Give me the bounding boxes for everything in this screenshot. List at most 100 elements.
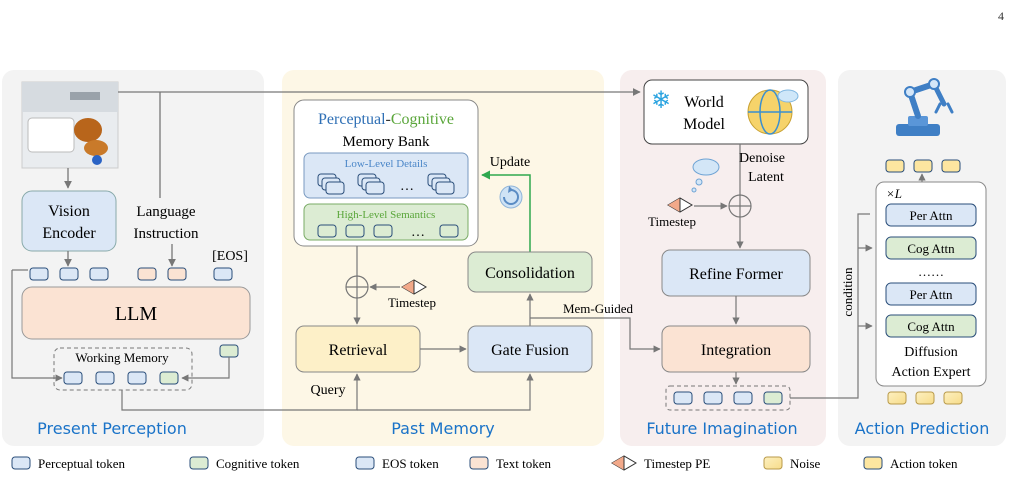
update-arrow (481, 170, 531, 252)
llm-input-tokens (29, 267, 233, 281)
legend-cognitive-swatch (189, 456, 209, 470)
future-timestep-label: Timestep (648, 214, 696, 229)
retrieval-label: Retrieval (329, 342, 388, 359)
cog-attn-block-1 (885, 236, 977, 260)
working-memory-tokens (63, 371, 179, 385)
noise-tokens (887, 391, 963, 405)
page-number: 4 (998, 9, 1004, 23)
expert-line1: Diffusion (904, 345, 957, 360)
high-level-semantics-label: High-Level Semantics (337, 209, 436, 221)
working-memory-box (53, 347, 193, 391)
legend-perceptual: Perceptual token (38, 456, 125, 471)
text-token (137, 267, 157, 281)
high-level-tokens (317, 224, 459, 238)
legend-timestep: Timestep PE (644, 456, 710, 471)
consolidation-box (467, 251, 593, 293)
memory-timestep-label: Timestep (388, 295, 436, 310)
cog-attn-label-2: Cog Attn (907, 319, 955, 334)
cog-attn-label-1: Cog Attn (907, 241, 955, 256)
memory-bank-subtitle: Memory Bank (342, 134, 430, 150)
vision-encoder-line2: Encoder (42, 225, 96, 242)
integration-label: Integration (701, 342, 771, 359)
legend-noise-swatch (763, 456, 783, 470)
denoise-line1: Denoise (739, 151, 785, 166)
refresh-icon (499, 185, 523, 209)
legend-text-swatch (469, 456, 489, 470)
query-label: Query (311, 383, 346, 398)
mem-guided-label: Mem-Guided (563, 301, 634, 316)
memory-bank-title-cognitive: Cognitive (391, 111, 454, 128)
legend-noise: Noise (790, 456, 821, 471)
vision-encoder-box (21, 190, 117, 252)
low-level-details-box (303, 152, 469, 199)
legend-timestep-swatch (611, 455, 637, 471)
legend-eos: EOS token (382, 456, 439, 471)
timestep-pe-icon-memory (401, 279, 427, 295)
mem-guided-arrow (530, 317, 661, 353)
query-line (121, 373, 361, 411)
snowflake-icon: ❄ (651, 88, 671, 114)
future-imagination-label: Future Imagination (646, 419, 797, 438)
llm-label: LLM (115, 303, 157, 325)
perceptual-token (63, 371, 83, 385)
blocks-ellipsis: …… (918, 264, 944, 279)
per-attn-block-1 (885, 203, 977, 227)
high-level-ellipsis: … (411, 225, 425, 240)
robot-arm-icon (896, 78, 954, 136)
perceptual-token (673, 391, 693, 405)
xl-label: ×L (886, 186, 902, 201)
cognitive-token (763, 391, 783, 405)
perceptual-token (29, 267, 49, 281)
camera-image (21, 81, 119, 169)
condition-label: condition (840, 267, 855, 317)
perceptual-token (703, 391, 723, 405)
present-perception-label: Present Perception (37, 419, 187, 438)
condition-line (790, 213, 870, 399)
world-model-line2: Model (683, 116, 725, 133)
memory-bank-title-dash: - (386, 111, 391, 128)
future-token-group (665, 385, 791, 411)
low-level-token-stacks (317, 173, 455, 195)
perceptual-token (127, 371, 147, 385)
refine-former-label: Refine Former (689, 266, 783, 283)
denoise-line2: Latent (748, 170, 784, 185)
cloud-icon (691, 158, 720, 193)
perceptual-token (89, 267, 109, 281)
llm-box (21, 286, 251, 340)
perceptual-token (95, 371, 115, 385)
gate-fusion-box (467, 325, 593, 373)
legend-action-swatch (863, 456, 883, 470)
action-tokens-output (885, 159, 961, 173)
memory-bank-title: Perceptual-Cognitive (318, 111, 454, 128)
low-level-ellipsis: … (400, 179, 414, 194)
legend-action: Action token (890, 456, 958, 471)
output-to-working-memory-arrow (181, 357, 230, 382)
action-prediction-label: Action Prediction (855, 419, 990, 438)
language-instruction-line2: Instruction (134, 226, 199, 242)
update-label: Update (490, 155, 530, 170)
eos-token (213, 267, 233, 281)
language-instruction-line1: Language (136, 204, 195, 220)
perceptual-token (59, 267, 79, 281)
per-attn-label-2: Per Attn (910, 287, 953, 302)
per-attn-label-1: Per Attn (910, 208, 953, 223)
cog-attn-block-2 (885, 314, 977, 338)
past-memory-label: Past Memory (391, 419, 495, 438)
gate-fusion-label: Gate Fusion (491, 342, 569, 359)
globe-icon (747, 89, 799, 135)
query-to-gate-line (357, 373, 534, 411)
llm-output-cognitive-token (219, 344, 239, 358)
low-level-details-label: Low-Level Details (345, 158, 428, 170)
timestep-pe-icon-future (667, 197, 693, 213)
expert-line2: Action Expert (892, 365, 971, 380)
perceptual-token (733, 391, 753, 405)
cognitive-token (159, 371, 179, 385)
legend-text: Text token (496, 456, 552, 471)
future-tokens (673, 391, 783, 405)
high-level-semantics-box (303, 203, 469, 241)
legend-eos-swatch (355, 456, 375, 470)
memory-bank-title-perceptual: Perceptual (318, 111, 386, 128)
eos-label: [EOS] (212, 249, 248, 264)
per-attn-block-2 (885, 282, 977, 306)
